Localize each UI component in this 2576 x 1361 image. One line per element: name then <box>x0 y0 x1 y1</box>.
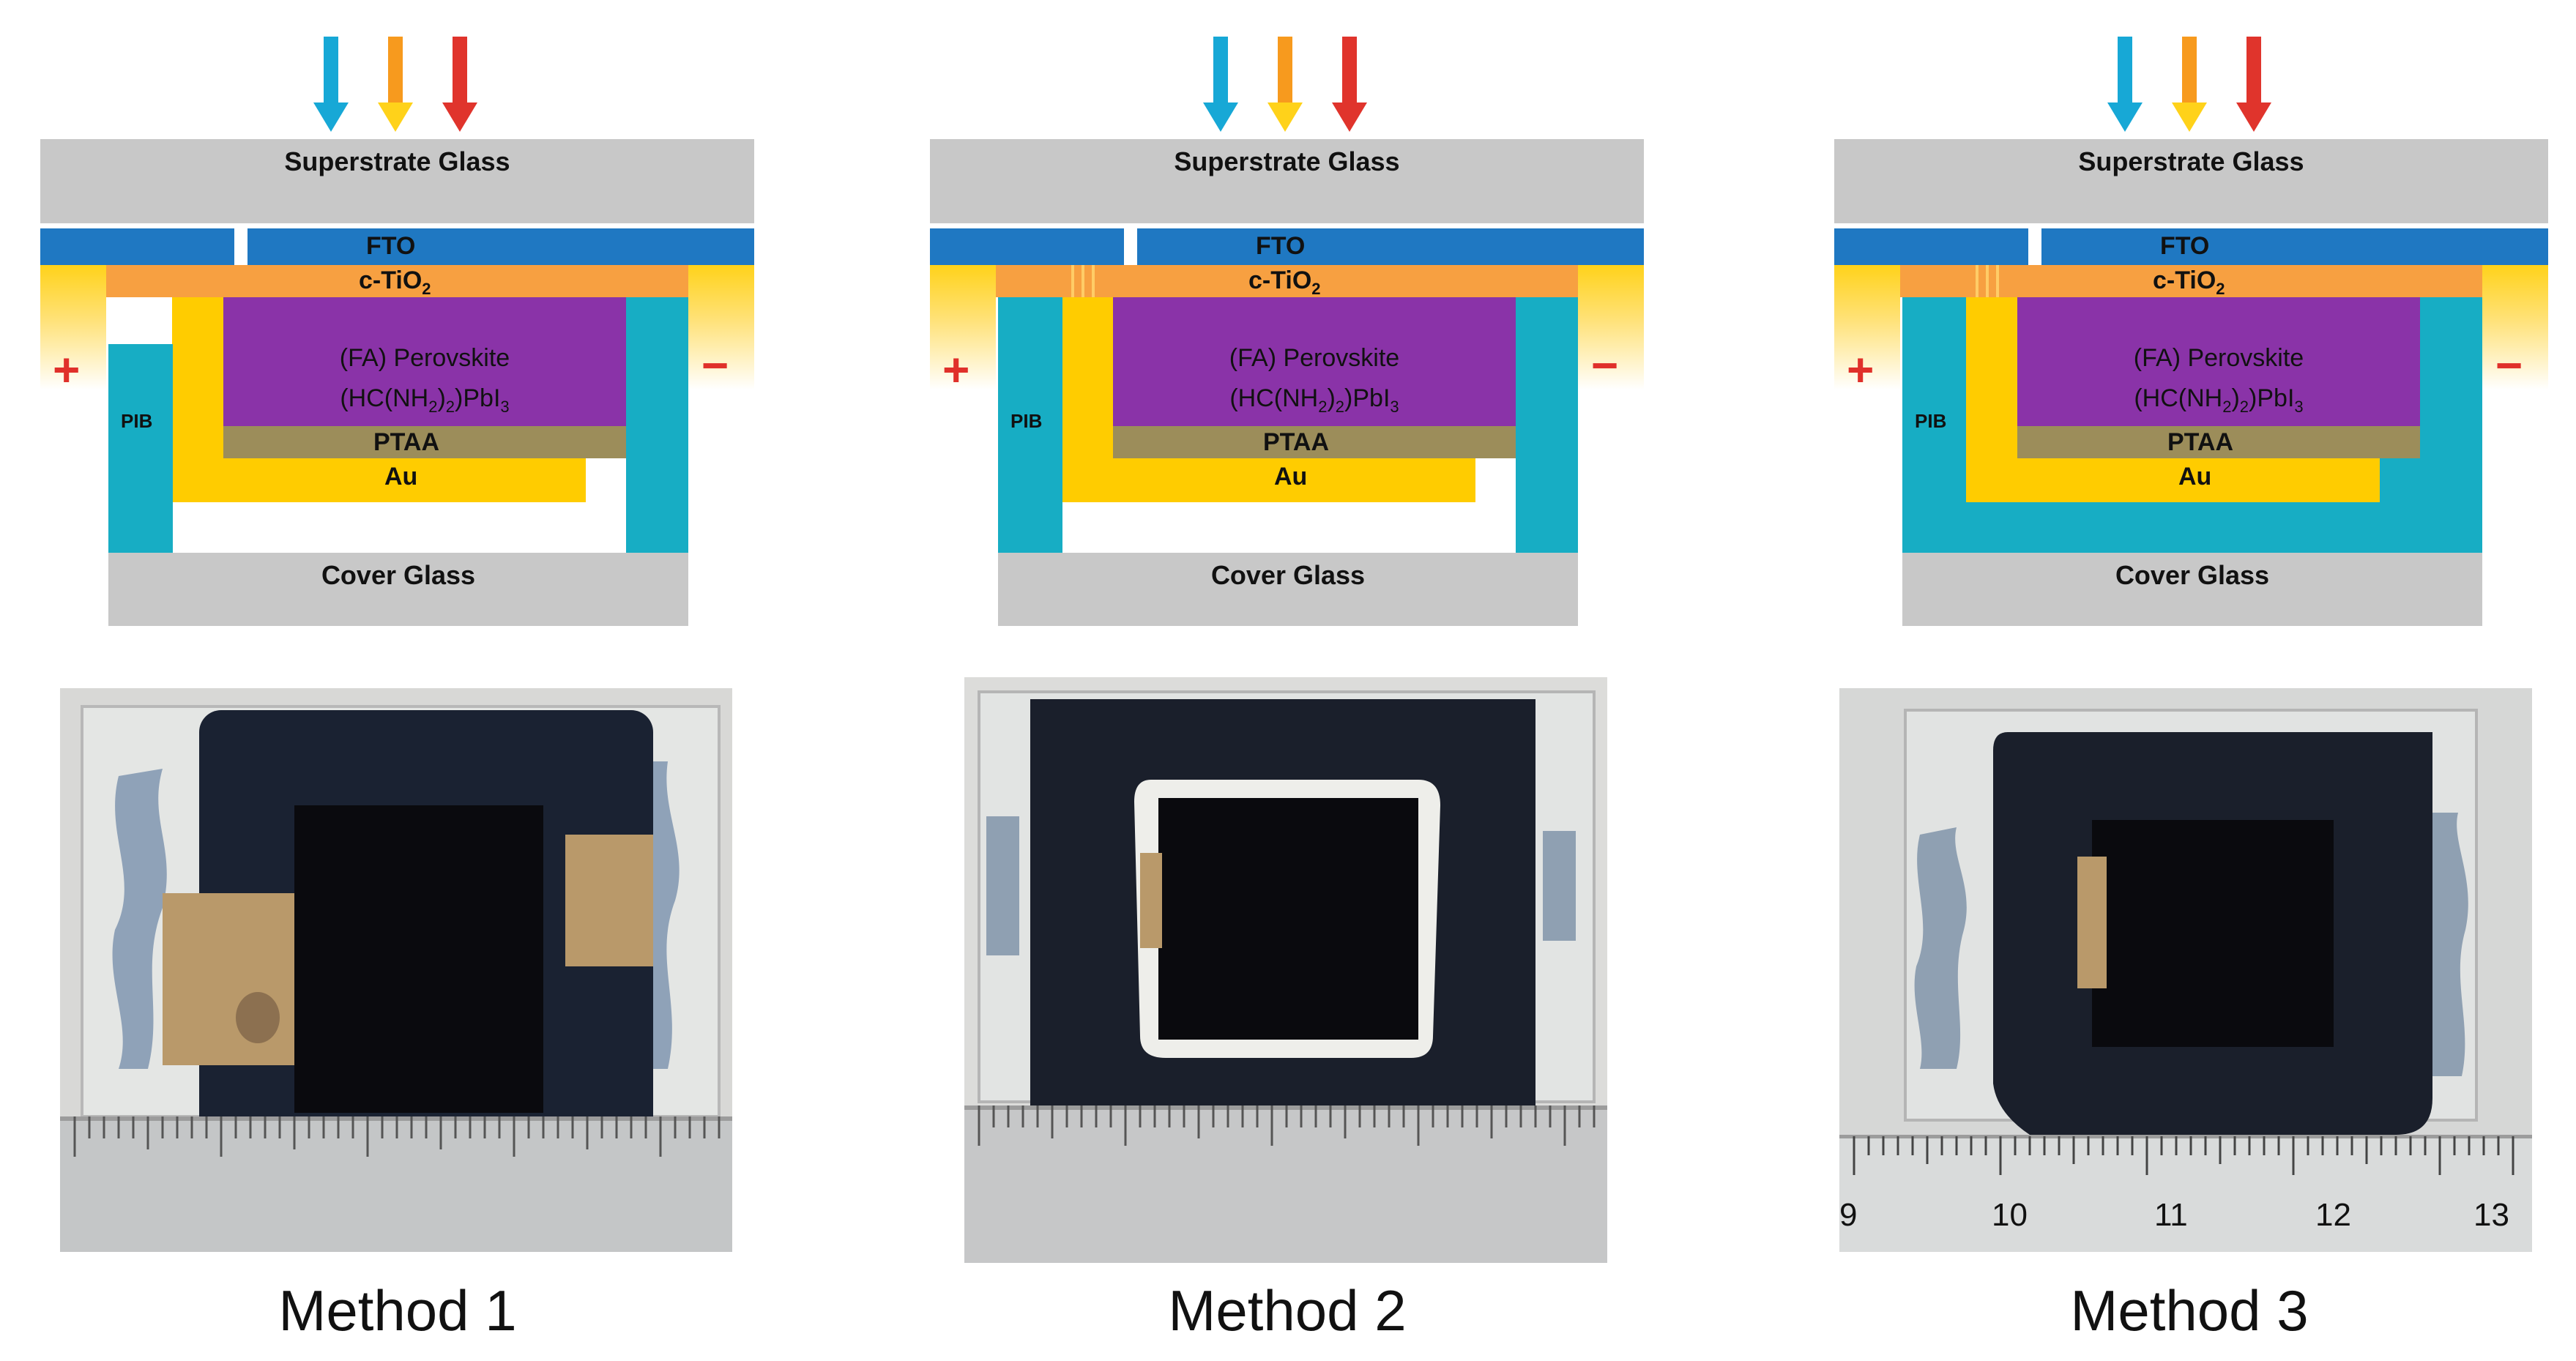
perovskite-label-2: (HC(NH2)2)PbI3 <box>2134 384 2304 416</box>
pib-left <box>108 344 173 553</box>
ptaa-label: PTAA <box>2167 428 2234 456</box>
ruler-number-13: 13 <box>2473 1197 2509 1233</box>
perovskite-label-2: (HC(NH2)2)PbI3 <box>1229 384 1399 416</box>
au-layer <box>172 458 586 502</box>
light-arrows <box>1203 37 1367 132</box>
method-2-panel: Superstrate Glass FTO c-TiO2 Au (FA) Per… <box>890 0 1739 1361</box>
minus-sign: − <box>1591 339 1619 392</box>
method-3-panel: Superstrate Glass FTO c-TiO2 PIB Au (FA)… <box>1794 0 2576 1361</box>
perovskite-layer <box>1113 297 1516 426</box>
ruler-number-9: 9 <box>1839 1197 1858 1233</box>
right-contact <box>1578 265 1644 389</box>
method-1-label: Method 1 <box>278 1278 517 1343</box>
cover-glass-layer <box>1902 553 2482 626</box>
method-2-label: Method 2 <box>1168 1278 1407 1343</box>
perovskite-label-1: (FA) Perovskite <box>1229 344 1400 372</box>
au-layer <box>1062 458 1475 502</box>
ruler-number-12: 12 <box>2315 1197 2351 1233</box>
device-photo-3 <box>1839 688 2532 1252</box>
perovskite-label-2: (HC(NH2)2)PbI3 <box>340 384 510 416</box>
light-arrow-red-icon <box>442 37 477 132</box>
superstrate-glass-layer <box>930 139 1644 223</box>
superstrate-glass-layer <box>1834 139 2548 223</box>
device-photo-2 <box>964 677 1607 1263</box>
ptaa-label: PTAA <box>373 428 440 456</box>
cover-glass-layer <box>108 553 688 626</box>
minus-sign: − <box>2495 339 2523 392</box>
ruler-number-11: 11 <box>2154 1197 2188 1233</box>
fto-label: FTO <box>2160 232 2210 260</box>
pib-bottom <box>1902 502 2482 553</box>
au-label: Au <box>1274 463 1308 491</box>
light-arrows <box>2107 37 2271 132</box>
pib-right <box>626 297 688 553</box>
pib-label: PIB <box>1915 410 1947 432</box>
ctio2-layer <box>106 265 688 297</box>
pib-right <box>1516 297 1578 553</box>
au-layer <box>1966 458 2380 502</box>
au-label: Au <box>384 463 418 491</box>
cover-glass-label: Cover Glass <box>2115 560 2270 590</box>
fto-label: FTO <box>1256 232 1306 260</box>
perovskite-layer <box>223 297 626 426</box>
light-arrow-orange-icon <box>2172 37 2207 132</box>
ptaa-label: PTAA <box>1263 428 1330 456</box>
superstrate-label: Superstrate Glass <box>1174 146 1400 176</box>
ctio2-label: c-TiO2 <box>359 266 431 298</box>
ctio2-scribe-lines <box>1064 265 1099 297</box>
ctio2-scribe-lines <box>1968 265 2003 297</box>
light-arrow-red-icon <box>1332 37 1367 132</box>
perovskite-layer <box>2017 297 2420 426</box>
cover-glass-label: Cover Glass <box>321 560 476 590</box>
light-arrow-orange-icon <box>1267 37 1303 132</box>
perovskite-label-1: (FA) Perovskite <box>339 344 510 372</box>
superstrate-label: Superstrate Glass <box>284 146 510 176</box>
light-arrow-blue-icon <box>1203 37 1238 132</box>
fto-label: FTO <box>366 232 416 260</box>
ctio2-label: c-TiO2 <box>1248 266 1321 298</box>
ruler-number-10: 10 <box>1992 1197 2028 1233</box>
right-contact <box>688 265 754 389</box>
right-contact <box>2482 265 2548 389</box>
method-3-label: Method 3 <box>2070 1278 2309 1343</box>
method-1-panel: Superstrate Glass FTO c-TiO2 Au (FA) Per… <box>0 0 849 1361</box>
light-arrow-blue-icon <box>313 37 349 132</box>
light-arrow-red-icon <box>2236 37 2271 132</box>
plus-sign: + <box>1847 343 1875 396</box>
fto-layer-left <box>40 228 234 265</box>
ptaa-layer <box>223 426 626 458</box>
fto-layer-right <box>1137 228 1644 265</box>
device-photo-1 <box>60 688 732 1252</box>
superstrate-glass-layer <box>40 139 754 223</box>
superstrate-label: Superstrate Glass <box>2078 146 2304 176</box>
cover-glass-label: Cover Glass <box>1210 560 1366 590</box>
light-arrow-orange-icon <box>378 37 413 132</box>
ptaa-layer <box>2017 426 2420 458</box>
fto-layer-left <box>930 228 1124 265</box>
pib-label: PIB <box>121 410 153 432</box>
pib-label: PIB <box>1010 410 1043 432</box>
left-contact <box>40 265 106 389</box>
perovskite-label-1: (FA) Perovskite <box>2133 344 2304 372</box>
light-arrow-blue-icon <box>2107 37 2143 132</box>
fto-layer-right <box>2041 228 2548 265</box>
minus-sign: − <box>701 339 729 392</box>
fto-layer-left <box>1834 228 2028 265</box>
plus-sign: + <box>942 343 970 396</box>
cover-glass-layer <box>998 553 1578 626</box>
au-label: Au <box>2178 463 2212 491</box>
ptaa-layer <box>1113 426 1516 458</box>
left-contact <box>1834 265 1900 389</box>
left-contact <box>930 265 996 389</box>
light-arrows <box>313 37 477 132</box>
ctio2-label: c-TiO2 <box>2153 266 2225 298</box>
pib-left <box>998 297 1062 553</box>
fto-layer-right <box>247 228 754 265</box>
plus-sign: + <box>53 343 81 396</box>
